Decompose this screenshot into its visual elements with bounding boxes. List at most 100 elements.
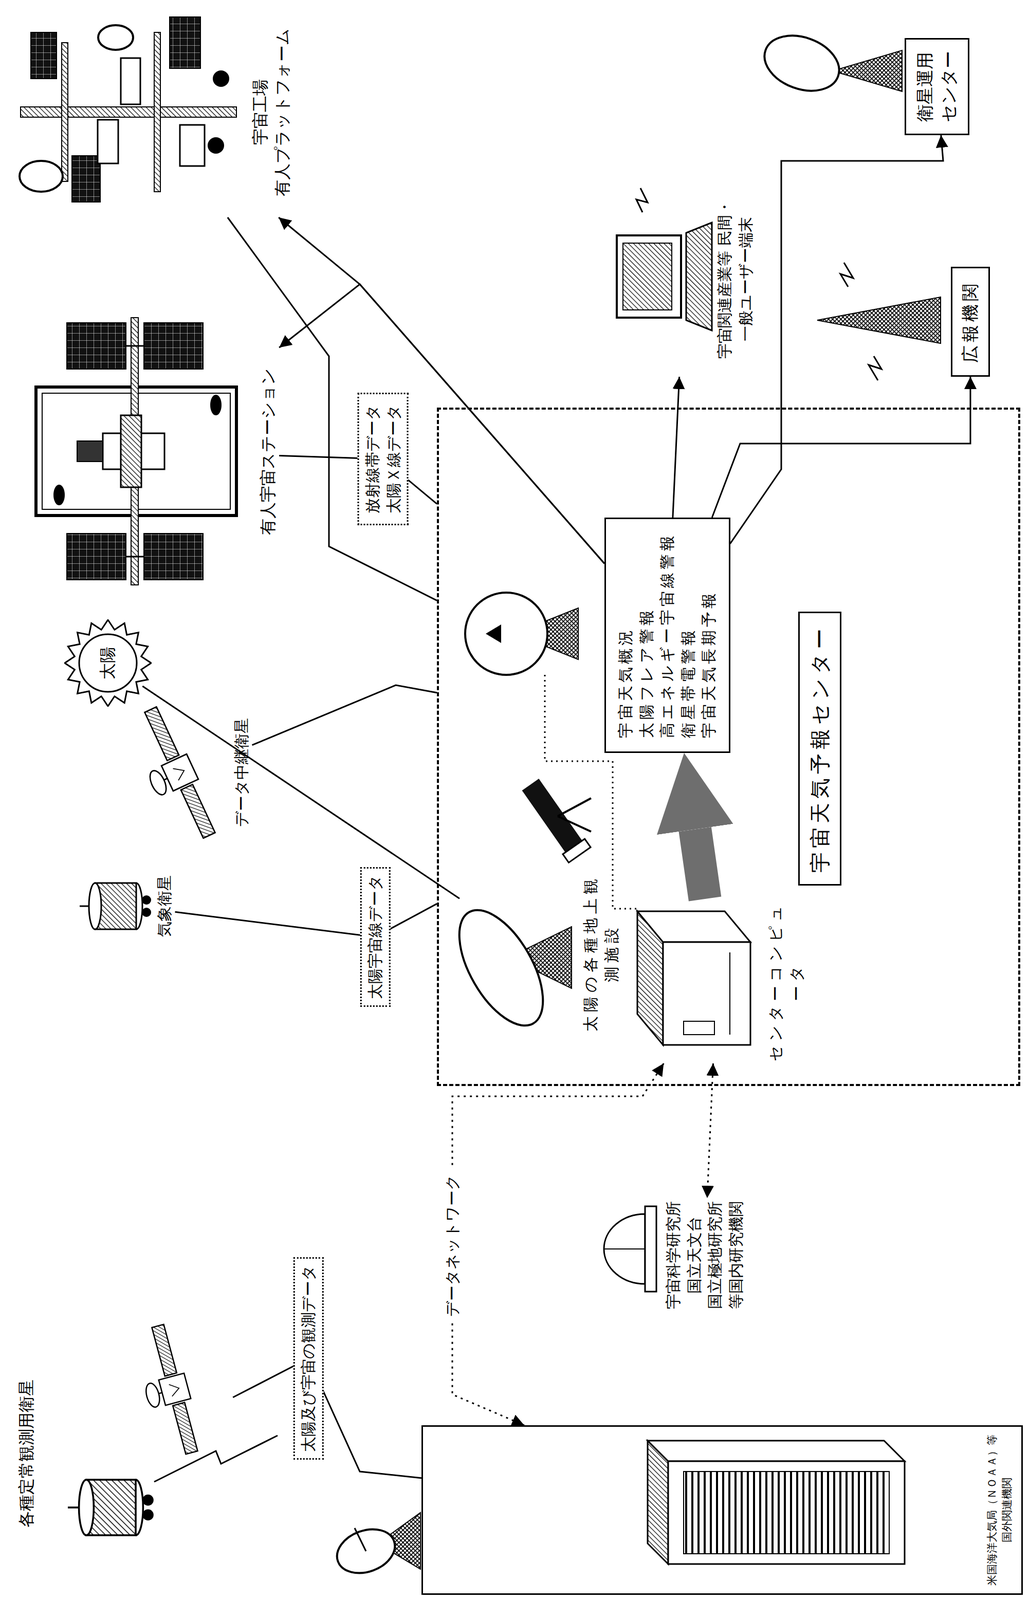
space-factory <box>19 16 237 202</box>
operations-dish <box>832 50 903 92</box>
node-text: 衛星帯電警報 <box>677 532 700 739</box>
space-station <box>77 441 103 462</box>
connector <box>730 135 944 544</box>
computer-cube <box>637 911 751 1045</box>
satellite-label: データ中継衛星 <box>120 695 253 850</box>
space-factory <box>20 106 237 118</box>
space-factory <box>97 119 119 164</box>
center-frame: 宇宙天気予報センター太陽の各種地上観測施設 センターコンピュータ 宇宙天気概況太陽フ… <box>436 407 1021 1087</box>
network-line <box>452 1063 664 1426</box>
computer-cube <box>637 911 751 943</box>
agency-building <box>647 1440 905 1462</box>
node-text: 宇宙関連産業等 民間・一般ユーザー端末 <box>714 191 757 367</box>
space-station <box>53 484 65 506</box>
antenna-dish <box>465 592 579 675</box>
space-factory <box>154 32 161 192</box>
observation-dish <box>442 896 561 1040</box>
space-station <box>210 394 222 416</box>
connector <box>142 686 460 899</box>
press-box: 広報機関 <box>950 266 990 377</box>
space-station <box>143 322 204 370</box>
observatory-dome <box>603 1206 657 1292</box>
institute-label: 宇宙科学研究所 国立天文台 国立極地研究所 等国内研究機関 <box>663 1198 747 1313</box>
observation-satellites <box>67 1322 278 1536</box>
computer-cube <box>663 942 751 1045</box>
antenna-dish <box>465 592 548 675</box>
space-station <box>120 415 142 488</box>
operations-dish <box>756 25 847 101</box>
connector <box>252 685 438 746</box>
space-factory <box>169 16 201 69</box>
space-station <box>35 317 237 585</box>
node-text: 宇宙科学研究所 国立天文台 国立極地研究所 等国内研究機関 <box>663 1198 747 1313</box>
node-text: 宇宙天気長期予報 <box>698 532 720 739</box>
telescope <box>562 838 591 863</box>
node-text: データ中継衛星 <box>231 695 253 850</box>
ground-station <box>331 1512 421 1581</box>
node-text: 米国海洋大気局（ＮＯＡＡ）等 国外関連機関 <box>984 1431 1015 1589</box>
node-text: 太陽 <box>96 646 119 680</box>
user-terminal <box>616 235 682 318</box>
node-text: 高エネルギー宇宙線警報 <box>656 532 678 739</box>
station-label: 有人宇宙ステーション <box>15 304 280 598</box>
space-factory <box>207 137 225 154</box>
edge-label: 太陽宇宙線データ <box>360 867 391 1007</box>
space-factory <box>19 160 63 192</box>
ground-station <box>331 1521 401 1582</box>
space-station <box>66 533 126 580</box>
connector <box>672 376 680 518</box>
space-factory <box>179 124 205 167</box>
telescope <box>557 798 592 832</box>
observation-satellites <box>130 1322 205 1460</box>
space-factory <box>71 155 101 202</box>
agency-building <box>647 1440 905 1565</box>
space-factory <box>120 58 141 105</box>
broadcast-tower <box>840 262 882 381</box>
edge-label: データネットワーク <box>438 1168 467 1323</box>
connector <box>711 376 971 518</box>
node-text: センターコンピュータ <box>765 898 807 1064</box>
node-text: 各種定常観測用衛星 <box>15 1314 38 1593</box>
node-text: 有人プラットフォーム <box>271 6 294 218</box>
node-text: 広報機関 <box>958 280 983 363</box>
facility-label: 太陽の各種地上観測施設 <box>459 868 622 1038</box>
satellite-label: 各種定常観測用衛星 <box>15 1314 233 1593</box>
forecast-box: 宇宙天気概況太陽フレア警報高エネルギー宇宙線警報衛星帯電警報宇宙天気長期予報 <box>604 517 731 753</box>
broadcast-tower <box>817 262 941 381</box>
platform-label: 宇宙工場有人プラットフォーム <box>7 6 294 218</box>
ground-station <box>354 1528 366 1552</box>
computer-label: センターコンピュータ <box>626 898 807 1064</box>
agency-box: 米国海洋大気局（ＮＯＡＡ）等 国外関連機関 <box>421 1425 1023 1595</box>
user-terminal <box>636 188 648 213</box>
connector <box>227 217 437 601</box>
node-text: 宇宙天気概況 <box>615 532 637 739</box>
operations-dish <box>756 25 903 101</box>
sun-outline <box>79 634 137 692</box>
node-text: 太陽の各種地上観測施設 <box>580 868 622 1038</box>
space-factory <box>212 70 230 87</box>
center-title: 宇宙天気予報センター <box>798 611 842 886</box>
observatory-dome <box>603 1214 646 1284</box>
user-label: 宇宙関連産業等 民間・一般ユーザー端末 <box>611 181 757 377</box>
space-station <box>66 322 126 370</box>
telescope <box>519 777 591 863</box>
space-station <box>143 533 204 580</box>
observation-dish <box>442 896 572 1040</box>
edge-label: 太陽及び宇宙の観測データ <box>293 1257 324 1460</box>
node-text: 宇宙工場 <box>249 6 272 218</box>
connectors <box>142 135 971 1479</box>
computer-cube <box>729 952 731 1035</box>
user-terminal <box>616 188 712 331</box>
satellite-label: 気象衛星 <box>82 854 176 958</box>
network-line <box>707 1063 714 1199</box>
space-factory <box>98 25 134 50</box>
node-text: 太陽フレア警報 <box>636 532 658 739</box>
node-text: 衛星運用センター <box>913 49 961 124</box>
space-factory <box>61 42 68 182</box>
user-terminal <box>686 222 712 331</box>
node-text: 気象衛星 <box>154 854 176 958</box>
